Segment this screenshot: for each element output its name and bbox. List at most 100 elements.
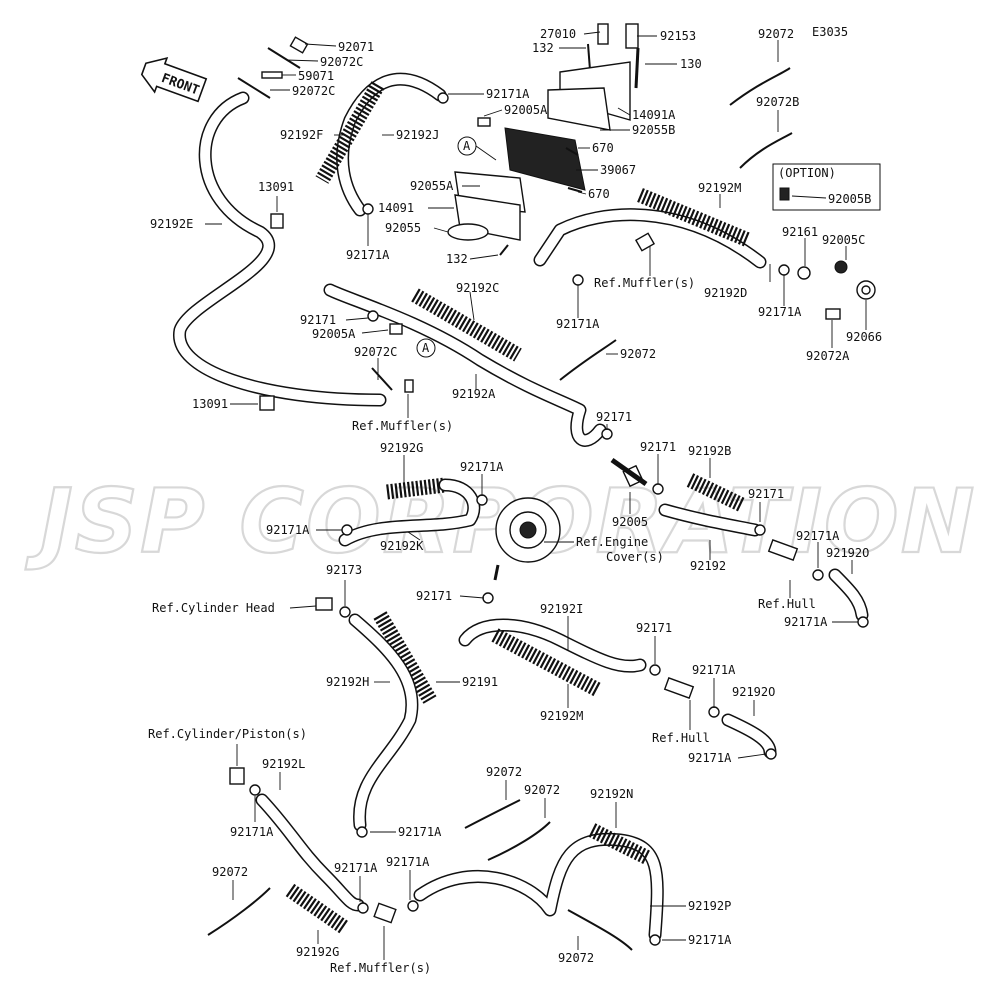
label-92005c: 92005C [822,233,865,247]
option-title: (OPTION) [778,166,836,180]
label-92055b: 92055B [632,123,675,137]
label-92192c: 92192C [456,281,499,295]
label-92171a: 92171A [386,855,430,869]
label-92072: 92072 [524,783,560,797]
label-92072: 92072 [758,27,794,41]
label-92192e: 92192E [150,217,193,231]
label-14091: 14091 [378,201,414,215]
option-box: (OPTION) 92005B [772,163,881,211]
label-92153: 92153 [660,29,696,43]
ref-marker-a-1: A [457,136,497,161]
label-92005: 92005 [612,515,648,529]
label-92192m: 92192M [540,709,583,723]
label-92066: 92066 [846,330,882,344]
label-92072c: 92072C [354,345,397,359]
ref-muffler: Ref.Muffler(s) [330,961,431,975]
ref-muffler: Ref.Muffler(s) [352,419,453,433]
label-92005a: 92005A [504,103,548,117]
label-92171a: 92171A [230,825,274,839]
label-92071: 92071 [338,40,374,54]
label-92171a: 92171A [460,460,504,474]
ref-muffler: Ref.Muffler(s) [594,276,695,290]
label-92072: 92072 [558,951,594,965]
front-arrow-icon: FRONT [140,57,208,103]
label-670: 670 [588,187,610,201]
option-part: 92005B [828,192,871,206]
engine-cover-icon [493,497,561,581]
part-labels: 92071 92072C 59071 92072C 92192F 92192J … [148,27,882,975]
label-132: 132 [532,41,554,55]
label-92171: 92171 [596,410,632,424]
label-92072a: 92072A [806,349,850,363]
label-92171: 92171 [300,313,336,327]
label-92192a: 92192A [452,387,496,401]
label-92192o: 92192O [826,546,869,560]
parts [207,23,876,951]
label-13091: 13091 [258,180,294,194]
label-59071: 59071 [298,69,334,83]
valve-assembly-top [447,23,640,256]
label-92192m: 92192M [698,181,741,195]
label-92192l: 92192L [262,757,305,771]
label-92171a: 92171A [796,529,840,543]
label-92171a: 92171A [692,663,736,677]
label-92192j: 92192J [396,128,439,142]
label-39067: 39067 [600,163,636,177]
label-92192g: 92192G [380,441,423,455]
label-92072b: 92072B [756,95,799,109]
label-670: 670 [592,141,614,155]
label-92171a: 92171A [266,523,310,537]
label-92072c: 92072C [292,84,335,98]
label-92173: 92173 [326,563,362,577]
label-92171a: 92171A [556,317,600,331]
ref-hull: Ref.Hull [758,597,816,611]
label-92171: 92171 [748,487,784,501]
label-27010: 27010 [540,27,576,41]
label-92192o: 92192O [732,685,775,699]
ref-hull: Ref.Hull [652,731,710,745]
label-92072: 92072 [212,865,248,879]
label-92192g: 92192G [296,945,339,959]
label-92171a: 92171A [346,248,390,262]
ref-marker-a-label-2: A [422,341,430,355]
label-92192b: 92192B [688,444,731,458]
label-92191: 92191 [462,675,498,689]
label-92161: 92161 [782,225,818,239]
diagram-code: E3035 [812,25,848,39]
label-92171a: 92171A [758,305,802,319]
label-92192n: 92192N [590,787,633,801]
label-92192d: 92192D [704,286,747,300]
ref-marker-a-label-1: A [463,139,471,153]
label-130: 130 [680,57,702,71]
label-92055a: 92055A [410,179,454,193]
label-92192i: 92192I [540,602,583,616]
label-92171a: 92171A [334,861,378,875]
label-92171a: 92171A [688,933,732,947]
label-92171a: 92171A [398,825,442,839]
label-13091: 13091 [192,397,228,411]
label-92072: 92072 [620,347,656,361]
ref-engine-cover-2: Cover(s) [606,550,664,564]
label-92055: 92055 [385,221,421,235]
leader-lines [205,31,867,960]
label-92072: 92072 [486,765,522,779]
label-132: 132 [446,252,468,266]
label-92171a: 92171A [486,87,530,101]
label-92171: 92171 [640,440,676,454]
label-92171a: 92171A [784,615,828,629]
label-92192p: 92192P [688,899,731,913]
label-92005a: 92005A [312,327,356,341]
label-92192h: 92192H [326,675,369,689]
label-92171: 92171 [636,621,672,635]
label-92192k: 92192K [380,539,424,553]
label-92072c: 92072C [320,55,363,69]
label-92192: 92192 [690,559,726,573]
ref-cylinder-piston: Ref.Cylinder/Piston(s) [148,727,307,741]
label-92171a: 92171A [688,751,732,765]
ref-marker-a-2: A [416,338,436,358]
ref-engine-cover: Ref.Engine [576,535,648,549]
ref-cylinder-head: Ref.Cylinder Head [152,601,275,615]
hose-network [173,72,869,942]
